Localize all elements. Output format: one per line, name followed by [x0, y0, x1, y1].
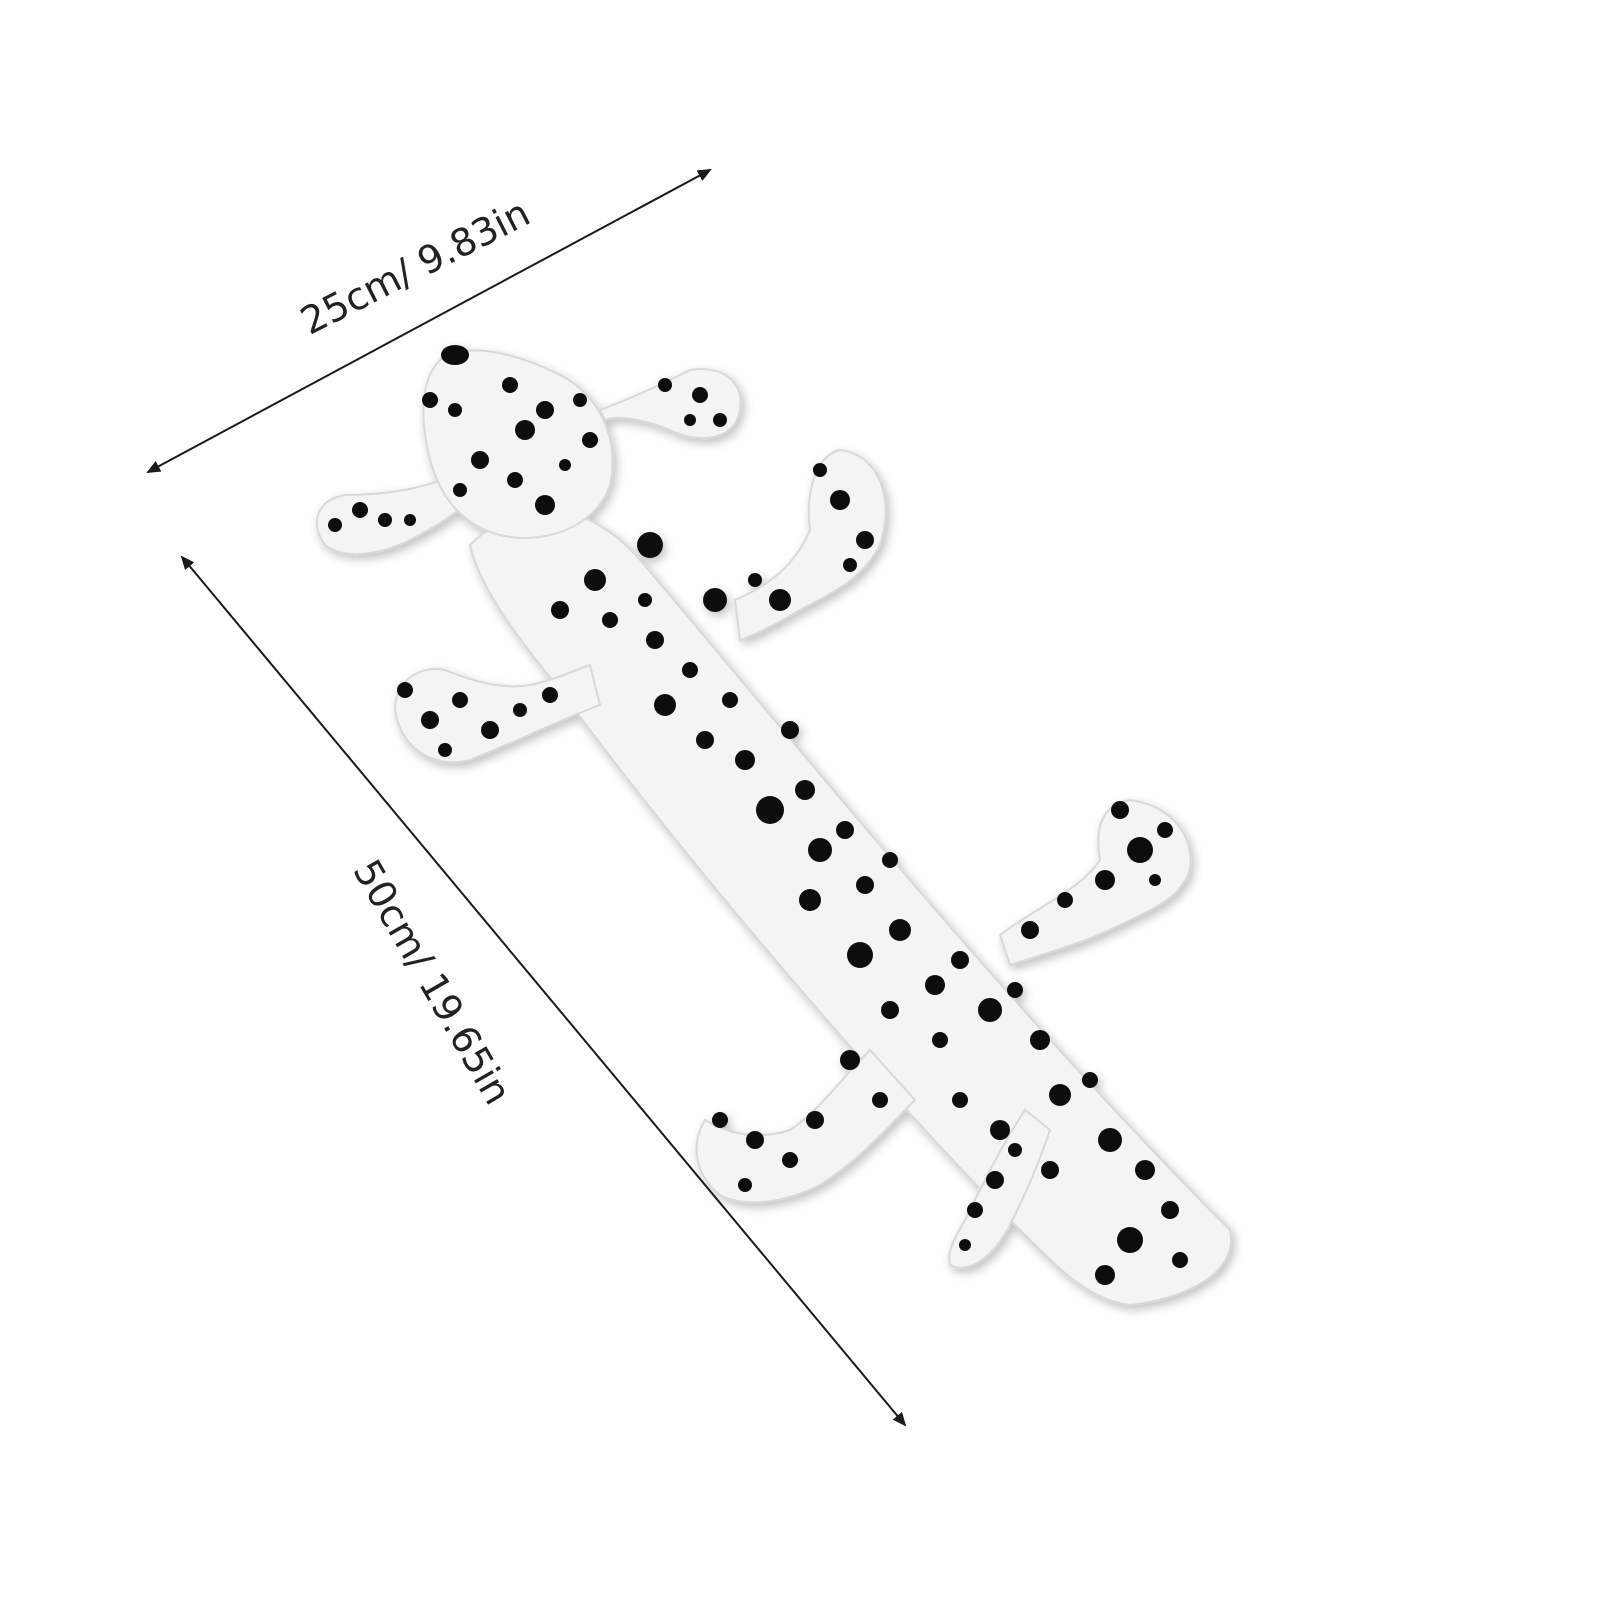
dalmatian-toy: [315, 345, 1233, 1307]
toy-nose: [441, 345, 469, 365]
toy-tail: [948, 1108, 1052, 1269]
toy-ear-right: [598, 368, 742, 440]
length-arrow: [180, 555, 907, 1427]
toy-head: [422, 349, 614, 539]
toy-leg-back-left: [695, 1048, 917, 1204]
toy-spots: [328, 377, 1188, 1285]
toy-ear-left: [315, 473, 472, 556]
width-arrow: [146, 169, 712, 473]
